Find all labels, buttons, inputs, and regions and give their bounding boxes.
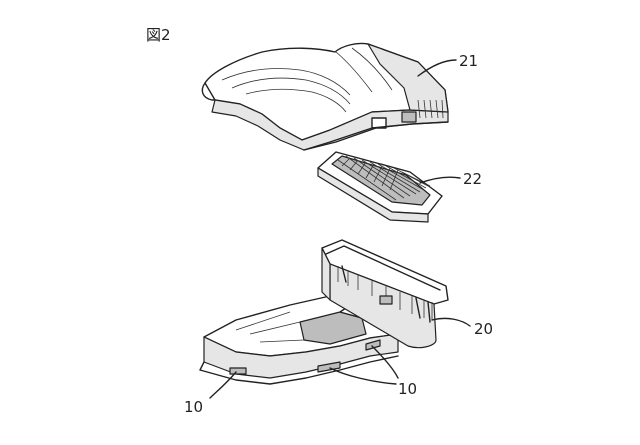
label-20: 20: [474, 320, 493, 338]
upper-cover-drawing: [202, 43, 448, 150]
label-10-left: 10: [184, 398, 203, 416]
filter-element-drawing: [318, 152, 442, 222]
leader-20: [432, 318, 470, 326]
label-10-right: 10: [398, 380, 417, 398]
leader-22: [420, 177, 460, 183]
figure-title: 図2: [146, 26, 171, 44]
lower-case-drawing: [200, 240, 448, 384]
label-21: 21: [459, 52, 478, 70]
label-22: 22: [463, 170, 482, 188]
